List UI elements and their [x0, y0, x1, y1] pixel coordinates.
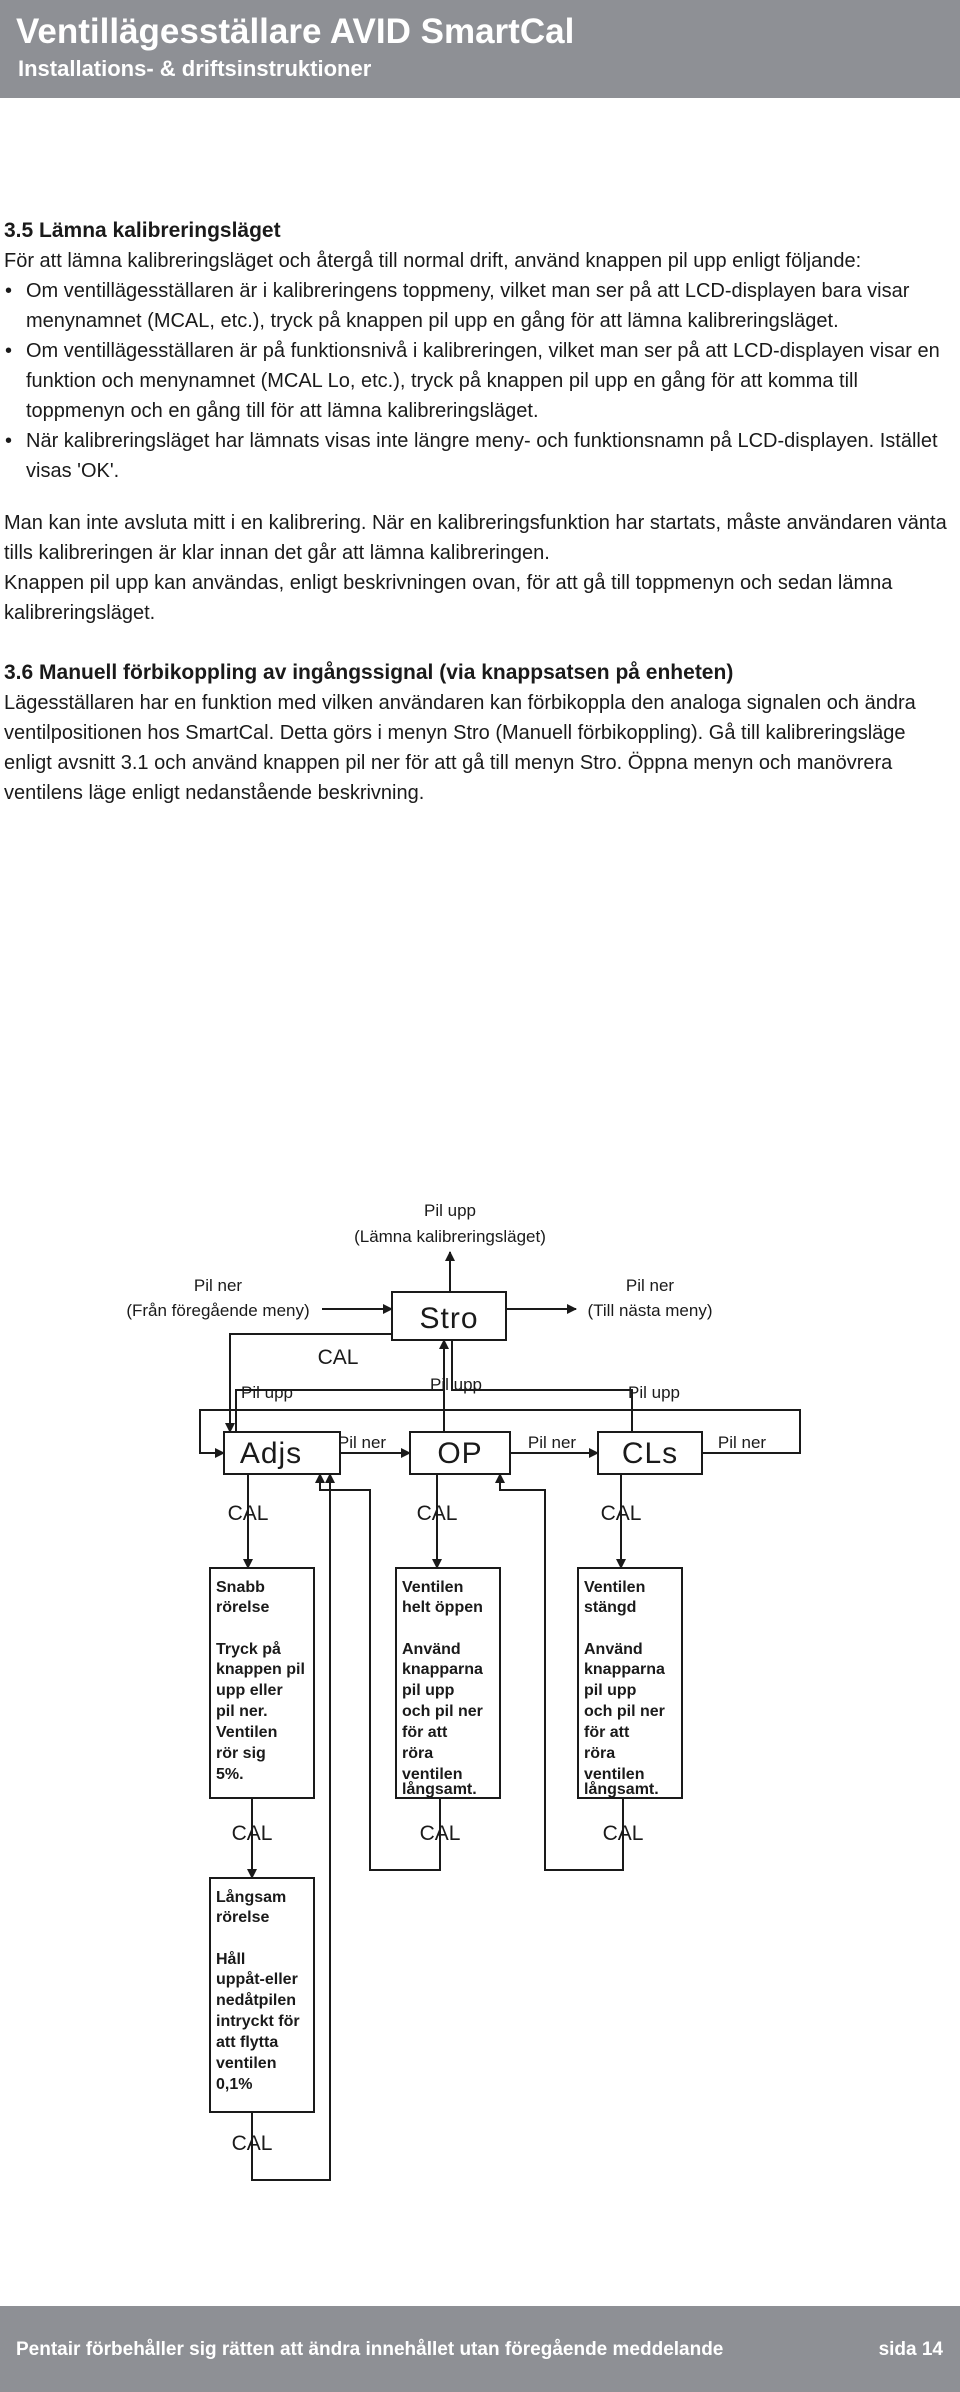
slow-move-text: Långsam rörelse Håll uppåt-eller nedåtpi…	[216, 1888, 300, 2093]
section-3-6-body: Lägesställaren har en funktion med vilke…	[4, 692, 916, 804]
box-line: Använd	[584, 1641, 643, 1658]
right-label-2: (Till nästa meny)	[587, 1301, 712, 1320]
top-label-2: (Lämna kalibreringsläget)	[354, 1227, 546, 1246]
adjs-menu-label: Adjs	[240, 1437, 302, 1470]
box-line: knapparna	[584, 1661, 665, 1678]
box-line: Använd	[402, 1641, 461, 1658]
box-line: stängd	[584, 1599, 636, 1616]
box-line: röra	[402, 1745, 433, 1762]
document-subtitle: Installations- & driftsinstruktioner	[18, 56, 372, 81]
op-menu-label: OP	[437, 1437, 482, 1470]
valve-closed-box	[577, 1567, 683, 1799]
left-label-1: Pil ner	[194, 1276, 243, 1295]
box-line: och pil ner	[584, 1703, 665, 1720]
box-line: Håll	[216, 1950, 245, 1968]
valve-open-box	[395, 1567, 501, 1799]
box-line: 0,1%	[216, 2076, 252, 2093]
section-3-5-paragraph: Knappen pil upp kan användas, enligt bes…	[4, 572, 893, 624]
cls-menu-label: CLs	[622, 1437, 678, 1470]
box-line: ventilen	[584, 1766, 644, 1783]
right-label-1: Pil ner	[626, 1276, 675, 1295]
section-3-5-bullets: Om ventillägesställaren är i kalibrering…	[4, 276, 954, 486]
box-line: ventilen	[402, 1766, 462, 1783]
footer-disclaimer: Pentair förbehåller sig rätten att ändra…	[16, 2339, 724, 2360]
box-line: Ventilen	[216, 1724, 277, 1741]
pil-ner-loop-arrow	[199, 1409, 801, 1458]
stro-menu-label: Stro	[419, 1302, 478, 1335]
box-line: 5%.	[216, 1766, 244, 1783]
page-number: sida 14	[878, 2339, 943, 2360]
box-line: Snabb	[216, 1579, 265, 1596]
box-line: uppåt-eller	[216, 1970, 298, 1988]
box-line: röra	[584, 1745, 615, 1762]
box-line: pil ner.	[216, 1703, 268, 1720]
box-line: Långsam	[216, 1888, 286, 1906]
bullet-item: Om ventillägesställaren är i kalibrering…	[4, 276, 954, 336]
valve-closed-text: Ventilen stängd Använd knapparna pil upp…	[584, 1579, 665, 1798]
page-footer: Pentair förbehåller sig rätten att ändra…	[0, 2306, 960, 2392]
stro-menu-flow-diagram: Pil upp (Lämna kalibreringsläget) Stro P…	[126, 1201, 801, 2181]
stro-menu-box	[391, 1291, 507, 1341]
box-line: helt öppen	[402, 1599, 483, 1616]
cal-label: CAL	[318, 1346, 359, 1369]
section-3-5-paragraph: Man kan inte avsluta mitt i en kalibreri…	[4, 512, 947, 564]
box-line: för att	[584, 1724, 630, 1741]
valve-open-text: Ventilen helt öppen Använd knapparna pil…	[402, 1579, 483, 1798]
cal-return-arrow	[251, 1473, 335, 2181]
pil-ner-label: Pil ner	[718, 1433, 767, 1452]
pil-upp-label: Pil upp	[241, 1383, 293, 1402]
pil-upp-label: Pil upp	[430, 1375, 482, 1394]
left-label-2: (Från föregående meny)	[126, 1301, 309, 1320]
box-line: att flytta	[216, 2034, 278, 2051]
pil-ner-label: Pil ner	[528, 1433, 577, 1452]
box-line: rörelse	[216, 1909, 269, 1926]
box-line: Tryck på	[216, 1640, 281, 1658]
section-3-5-intro: För att lämna kalibreringsläget och åter…	[4, 250, 862, 272]
box-line: upp eller	[216, 1682, 283, 1699]
box-line: pil upp	[584, 1682, 637, 1699]
cal-return-arrow	[315, 1473, 441, 1871]
main-content: 3.5 Lämna kalibreringsläget För att lämn…	[4, 216, 954, 808]
box-line: pil upp	[402, 1682, 455, 1699]
pil-upp-label: Pil upp	[628, 1383, 680, 1402]
box-line: långsamt.	[584, 1780, 659, 1798]
box-line: Ventilen	[402, 1579, 463, 1596]
box-line: rörelse	[216, 1599, 269, 1616]
bullet-item: När kalibreringsläget har lämnats visas …	[4, 426, 954, 486]
page-header: Ventillägesställare AVID SmartCal Instal…	[0, 0, 960, 98]
slow-move-box	[209, 1877, 315, 2113]
section-3-6-heading: 3.6 Manuell förbikoppling av ingångssign…	[4, 661, 734, 684]
box-line: intryckt för	[216, 2013, 300, 2030]
fast-move-text: Snabb rörelse Tryck på knappen pil upp e…	[216, 1579, 305, 1783]
box-line: knapparna	[402, 1661, 483, 1678]
box-line: långsamt.	[402, 1780, 477, 1798]
pil-ner-label: Pil ner	[338, 1433, 387, 1452]
box-line: knappen pil	[216, 1661, 305, 1678]
document-title: Ventillägesställare AVID SmartCal	[16, 12, 575, 51]
box-line: och pil ner	[402, 1703, 483, 1720]
bullet-item: Om ventillägesställaren är på funktionsn…	[4, 336, 954, 426]
cal-arrow	[225, 1333, 392, 1433]
box-line: nedåtpilen	[216, 1991, 296, 2009]
box-line: Ventilen	[584, 1579, 645, 1596]
box-line: för att	[402, 1724, 448, 1741]
box-line: rör sig	[216, 1745, 266, 1762]
top-label-1: Pil upp	[424, 1201, 476, 1220]
fast-move-box	[209, 1567, 315, 1799]
cal-return-arrow	[495, 1473, 624, 1871]
box-line: ventilen	[216, 2055, 276, 2072]
section-3-5-heading: 3.5 Lämna kalibreringsläget	[4, 219, 281, 242]
